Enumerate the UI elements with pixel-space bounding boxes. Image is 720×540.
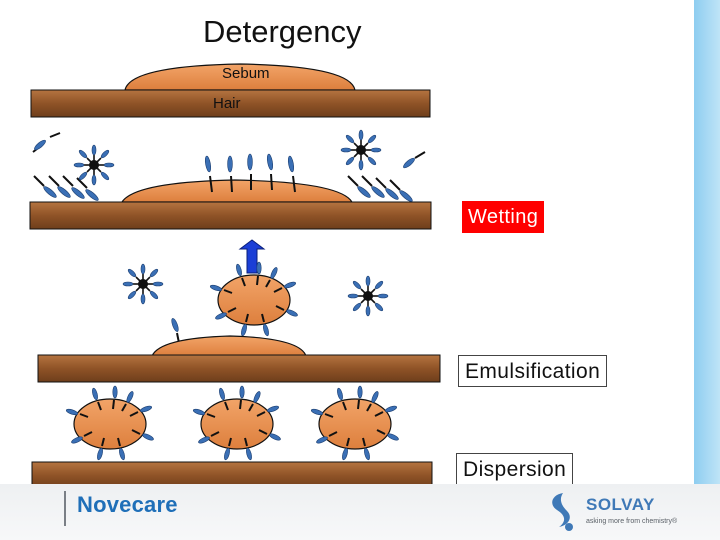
sebum-label: Sebum [222,65,270,82]
dispersed-droplet-3 [309,385,401,462]
wetting-label: Wetting [462,201,545,233]
solvay-wordmark: SOLVAY [586,495,655,514]
solvay-logo-icon [552,493,573,531]
micelle-1 [73,144,115,186]
footer-bar [0,484,720,540]
hair-strand-1 [30,89,431,118]
sebum-layer-2 [120,179,354,203]
emulsification-label: Emulsification [458,355,608,387]
right-accent-strip [694,0,720,540]
dispersed-droplet-1 [64,385,156,462]
solvay-tagline: asking more from chemistry® [586,518,678,525]
novecare-brand: Novecare [77,492,178,517]
sebum-layer-3 [151,335,307,357]
footer-divider [64,491,66,526]
surfactant-tails-left [34,139,99,201]
page-title: Detergency [203,14,362,49]
hair-strand-2 [29,201,432,230]
dispersion-label: Dispersion [456,453,574,485]
hair-strand-3 [37,354,441,383]
hair-label: Hair [213,95,241,112]
micelle-4 [347,275,389,317]
surfactants-on-sebum [204,153,296,193]
surfactant-tails-right [357,157,415,202]
surfactants-on-hair-right [347,151,426,191]
dispersed-droplet-2 [191,385,283,462]
micelle-3 [122,263,164,305]
micelle-2 [340,129,382,171]
sebum-layer-1 [124,63,356,91]
